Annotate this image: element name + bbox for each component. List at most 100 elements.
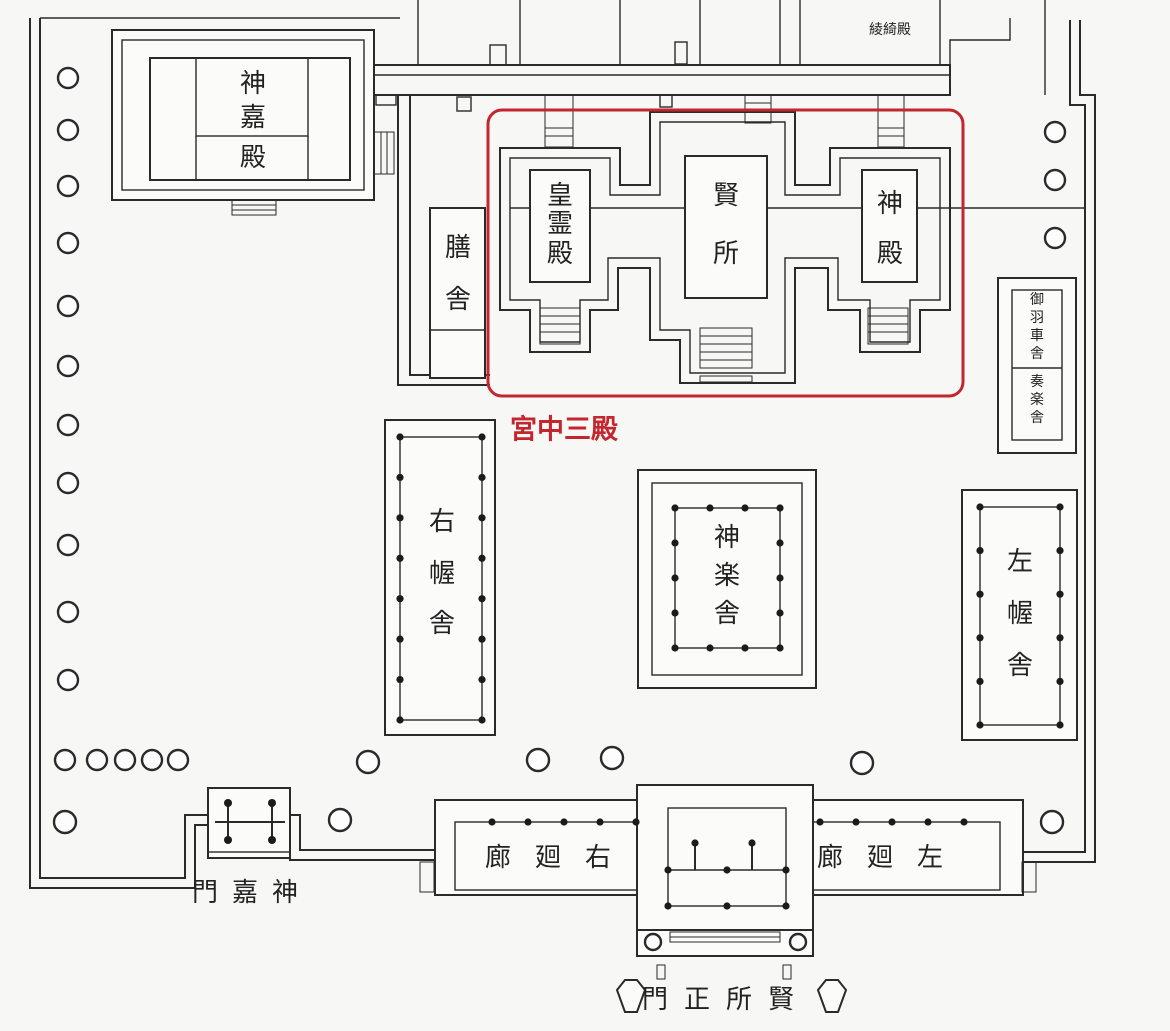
tree bbox=[1043, 168, 1067, 192]
left-akusha-building bbox=[961, 489, 1078, 741]
tree bbox=[56, 66, 80, 90]
tree bbox=[56, 413, 80, 437]
pillar bbox=[976, 503, 984, 511]
pillar bbox=[671, 644, 679, 652]
tree bbox=[56, 668, 80, 692]
kaguraya-label: 神楽舎 bbox=[714, 523, 740, 629]
shinden-label: 神殿 bbox=[877, 189, 903, 269]
kashikodokoro-label: 賢所 bbox=[713, 181, 739, 269]
tree bbox=[166, 748, 190, 772]
pillar bbox=[1056, 547, 1064, 555]
tree bbox=[1043, 226, 1067, 250]
shinka-gate-label: 門嘉神 bbox=[192, 878, 312, 908]
pillar bbox=[596, 818, 604, 826]
outer-enclosure-wall bbox=[29, 17, 1096, 889]
pillar bbox=[691, 839, 699, 847]
tree bbox=[56, 174, 80, 198]
pillar bbox=[632, 818, 640, 826]
pillar bbox=[852, 818, 860, 826]
tree bbox=[56, 600, 80, 624]
pillar bbox=[396, 675, 404, 684]
pillar bbox=[776, 504, 784, 512]
pillar bbox=[524, 818, 532, 826]
pillar bbox=[671, 504, 679, 512]
tree bbox=[1039, 809, 1065, 835]
pillar bbox=[664, 902, 672, 910]
pillar bbox=[706, 644, 714, 652]
tree bbox=[56, 471, 80, 495]
pillar bbox=[396, 595, 404, 603]
pillar bbox=[1056, 503, 1064, 511]
pillar bbox=[706, 504, 714, 512]
tree bbox=[85, 748, 109, 772]
pillar bbox=[396, 473, 404, 482]
pillar bbox=[396, 716, 404, 724]
kashiwaya-label: 膳舎 bbox=[445, 233, 471, 315]
pillar bbox=[478, 635, 486, 643]
pillar bbox=[478, 433, 486, 441]
main-gate-lanterns bbox=[615, 964, 848, 1013]
tree bbox=[849, 750, 875, 776]
tree bbox=[52, 809, 78, 835]
pillar bbox=[664, 866, 672, 874]
tree bbox=[56, 354, 80, 378]
pillar bbox=[816, 818, 824, 826]
pillar bbox=[782, 902, 790, 910]
pillar bbox=[1056, 677, 1064, 686]
pillar bbox=[976, 634, 984, 642]
pillar bbox=[478, 716, 486, 724]
pillar bbox=[671, 609, 679, 617]
pillar bbox=[976, 677, 984, 686]
pillar bbox=[888, 818, 896, 826]
pillar bbox=[671, 574, 679, 582]
pillar bbox=[1056, 590, 1064, 598]
pillar bbox=[478, 675, 486, 684]
pillar bbox=[960, 818, 968, 826]
pillar bbox=[478, 595, 486, 603]
pillar bbox=[976, 590, 984, 598]
pillar bbox=[741, 504, 749, 512]
pillar bbox=[1056, 721, 1064, 729]
pillar bbox=[488, 818, 496, 826]
right-annex bbox=[997, 277, 1077, 454]
tree bbox=[355, 749, 381, 775]
tree bbox=[599, 745, 625, 771]
diagram-title: 宮中三殿 bbox=[510, 414, 619, 446]
sanctuaries-complex bbox=[499, 94, 1085, 384]
pillar bbox=[976, 721, 984, 729]
left-corridor-label: 廊廻左 bbox=[817, 843, 967, 873]
pillar bbox=[396, 433, 404, 441]
ryobashiden-label-1: 綾綺殿 bbox=[869, 22, 911, 38]
pillar bbox=[478, 514, 486, 522]
right-akusha-building bbox=[384, 419, 496, 736]
tree bbox=[525, 747, 551, 773]
pillar bbox=[396, 635, 404, 643]
main-gate-label: 門正所賢 bbox=[642, 985, 810, 1015]
pillar bbox=[782, 866, 790, 874]
right-akusha-label: 右幄舎 bbox=[429, 507, 455, 639]
pillar bbox=[776, 574, 784, 582]
pillar bbox=[723, 866, 731, 874]
pillar bbox=[1056, 634, 1064, 642]
tree bbox=[56, 118, 80, 142]
pillar bbox=[776, 644, 784, 652]
tree bbox=[1043, 120, 1067, 144]
pillar bbox=[396, 554, 404, 562]
tree bbox=[327, 807, 353, 833]
pillar bbox=[976, 547, 984, 555]
shinkaden-label: 神嘉殿 bbox=[240, 69, 266, 173]
sogakusha-label: 奏楽舎 bbox=[1030, 374, 1044, 426]
pillar bbox=[741, 644, 749, 652]
right-corridor-label: 廊廻右 bbox=[485, 843, 635, 873]
left-akusha-label: 左幄舎 bbox=[1007, 547, 1033, 681]
kashiwaya-building bbox=[429, 207, 486, 379]
tree bbox=[140, 748, 164, 772]
pillar bbox=[776, 609, 784, 617]
tree bbox=[113, 748, 137, 772]
tree bbox=[56, 231, 80, 255]
pillar bbox=[776, 539, 784, 547]
sanctuaries-highlight-frame bbox=[486, 108, 965, 398]
pillar bbox=[396, 514, 404, 522]
garden-trees bbox=[52, 66, 1067, 835]
gyouha-shasha-label: 御羽車舎 bbox=[1030, 292, 1044, 362]
